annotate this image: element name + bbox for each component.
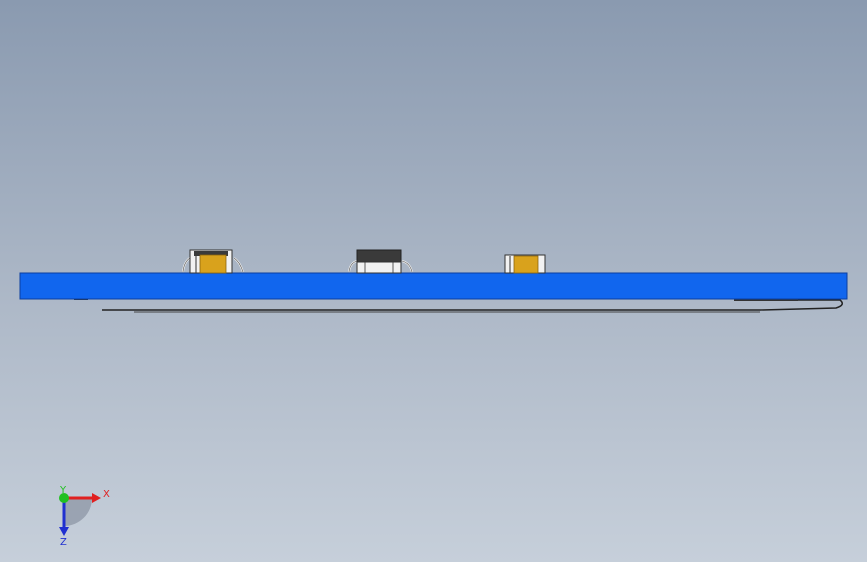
pcb-board[interactable] [19, 272, 848, 300]
component-ic-center[interactable] [348, 249, 413, 274]
coordinate-triad: X Y Z [59, 485, 110, 546]
y-axis-label: Y [59, 485, 67, 496]
z-axis-label: Z [60, 537, 67, 546]
component-capacitor-right[interactable] [504, 254, 546, 274]
triad-plane-shade [64, 498, 92, 526]
component-capacitor-left[interactable] [182, 249, 244, 274]
y-axis-dot [59, 493, 69, 503]
x-axis-label: X [103, 489, 110, 500]
